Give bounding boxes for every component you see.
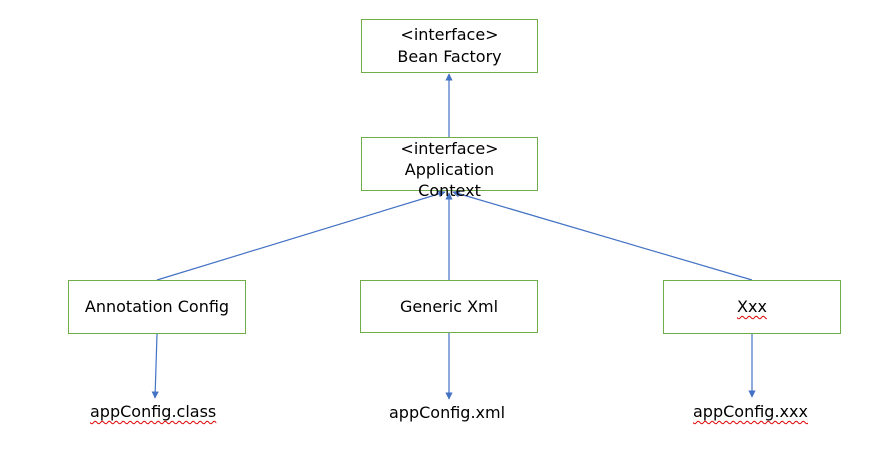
bean-factory-stereotype: <interface> <box>400 25 499 44</box>
arrow-annotation-to-context <box>156 190 446 281</box>
appconfig-class-label: appConfig.class <box>90 402 217 421</box>
generic-xml-node: Generic Xml <box>360 280 538 333</box>
annotation-config-node: Annotation Config <box>68 280 246 334</box>
bean-factory-node: <interface> Bean Factory <box>361 19 538 73</box>
bean-factory-label: Bean Factory <box>397 47 502 66</box>
application-context-stereotype: <interface> <box>400 139 499 158</box>
arrow-xxx-to-context <box>452 190 753 281</box>
arrow-annotation-to-class <box>151 333 159 399</box>
application-context-label-line1: Application <box>404 160 495 179</box>
xxx-label: Xxx <box>737 297 767 316</box>
xxx-node: Xxx <box>663 280 841 334</box>
annotation-config-label: Annotation Config <box>84 297 230 316</box>
application-context-label-line2: Context <box>418 181 481 200</box>
appconfig-xml-label: appConfig.xml <box>389 403 506 422</box>
appconfig-xxx-label: appConfig.xxx <box>693 402 808 421</box>
application-context-node: <interface> Application Context <box>361 137 538 200</box>
generic-xml-label: Generic Xml <box>399 296 499 316</box>
